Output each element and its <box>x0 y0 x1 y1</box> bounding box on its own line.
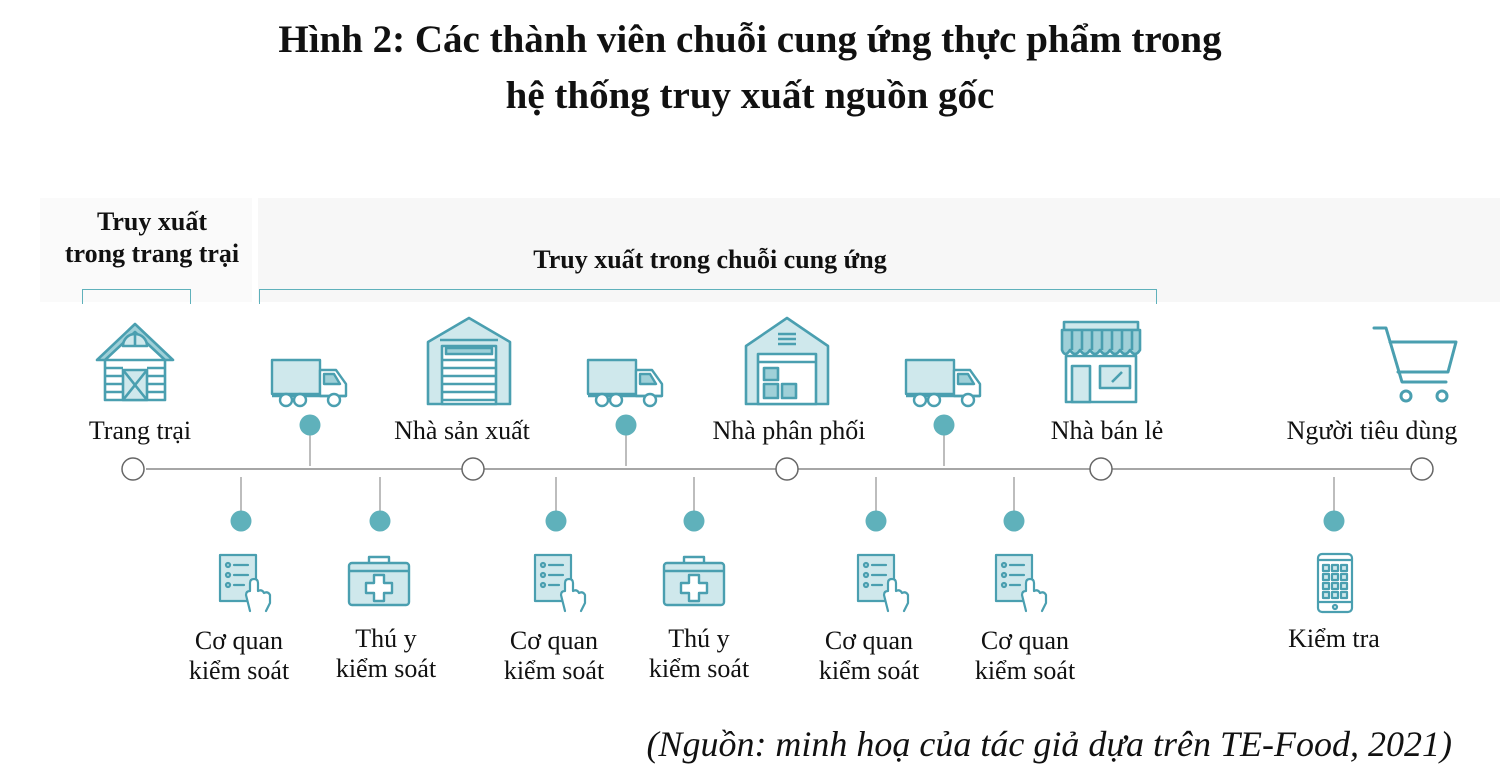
smartphone-icon <box>1316 552 1354 614</box>
factory-icon <box>426 316 512 406</box>
control-label-6-line-1: Cơ quan <box>980 626 1070 655</box>
title-line-2: hệ thống truy xuất nguồn gốc <box>505 74 995 117</box>
control-label-3-line-1: Cơ quan <box>509 626 599 655</box>
control-label-1-line-1: Cơ quan <box>194 626 284 655</box>
control-label-6-line-2: kiểm soát <box>974 656 1076 685</box>
transport-connector-1 <box>299 414 321 466</box>
truck-icon <box>586 358 664 408</box>
barn-icon <box>95 322 175 402</box>
control-connector-4 <box>683 477 705 532</box>
control-label-4-line-2: kiểm soát <box>648 654 750 683</box>
control-connector-1 <box>230 477 252 532</box>
medical-kit-icon <box>347 555 411 607</box>
control-label-2-line-2: kiểm soát <box>335 654 437 683</box>
truck-icon <box>904 358 982 408</box>
control-connector-5 <box>865 477 887 532</box>
stage-node-farm <box>121 457 145 481</box>
figure-title: Hình 2: Các thành viên chuỗi cung ứng th… <box>0 12 1500 124</box>
control-label-3: Cơ quan kiểm soát <box>504 626 604 686</box>
control-label-4-line-1: Thú y <box>668 624 730 653</box>
stage-label-retailer: Nhà bán lẻ <box>1050 416 1164 445</box>
stage-node-distributor <box>775 457 799 481</box>
control-label-2: Thú y kiểm soát <box>336 624 436 684</box>
chain-section-title: Truy xuất trong chuỗi cung ứng <box>533 245 887 274</box>
stage-label-farm: Trang trại <box>88 416 192 445</box>
transport-connector-2 <box>615 414 637 466</box>
medical-kit-icon <box>662 555 726 607</box>
stage-node-consumer <box>1410 457 1434 481</box>
chain-section-bracket <box>259 289 1157 304</box>
farm-section-bracket <box>82 289 191 304</box>
control-connector-6 <box>1003 477 1025 532</box>
stage-node-retailer <box>1089 457 1113 481</box>
control-label-1-line-2: kiểm soát <box>188 656 290 685</box>
control-label-7-line-1: Kiểm tra <box>1288 624 1380 653</box>
shopping-cart-icon <box>1372 326 1458 403</box>
checklist-icon <box>856 553 910 613</box>
stage-label-producer: Nhà sản xuất <box>394 416 530 445</box>
control-connector-3 <box>545 477 567 532</box>
checklist-icon <box>533 553 587 613</box>
control-label-5-line-2: kiểm soát <box>818 656 920 685</box>
farm-section-title: Truy xuất trong trang trại <box>46 206 258 270</box>
control-label-5-line-1: Cơ quan <box>824 626 914 655</box>
stage-node-producer <box>461 457 485 481</box>
farm-section-background <box>40 198 252 302</box>
control-connector-2 <box>369 477 391 532</box>
control-label-3-line-2: kiểm soát <box>503 656 605 685</box>
truck-icon <box>270 358 348 408</box>
control-label-2-line-1: Thú y <box>355 624 417 653</box>
farm-section-title-line-1: Truy xuất <box>96 207 208 236</box>
control-connector-7 <box>1323 477 1345 532</box>
farm-section-title-line-2: trong trang trại <box>64 239 240 268</box>
warehouse-icon <box>744 316 830 406</box>
title-line-1: Hình 2: Các thành viên chuỗi cung ứng th… <box>278 18 1222 61</box>
control-label-7: Kiểm tra <box>1288 624 1380 654</box>
stage-label-distributor: Nhà phân phối <box>712 416 866 445</box>
chain-section-background <box>258 198 1500 302</box>
control-label-4: Thú y kiểm soát <box>649 624 749 684</box>
stage-label-consumer: Người tiêu dùng <box>1286 416 1458 445</box>
control-label-6: Cơ quan kiểm soát <box>975 626 1075 686</box>
control-label-5: Cơ quan kiểm soát <box>819 626 919 686</box>
checklist-icon <box>994 553 1048 613</box>
source-caption: (Nguồn: minh hoạ của tác giả dựa trên TE… <box>646 724 1452 764</box>
control-label-1: Cơ quan kiểm soát <box>189 626 289 686</box>
transport-connector-3 <box>933 414 955 466</box>
checklist-icon <box>218 553 272 613</box>
store-icon <box>1060 320 1142 404</box>
